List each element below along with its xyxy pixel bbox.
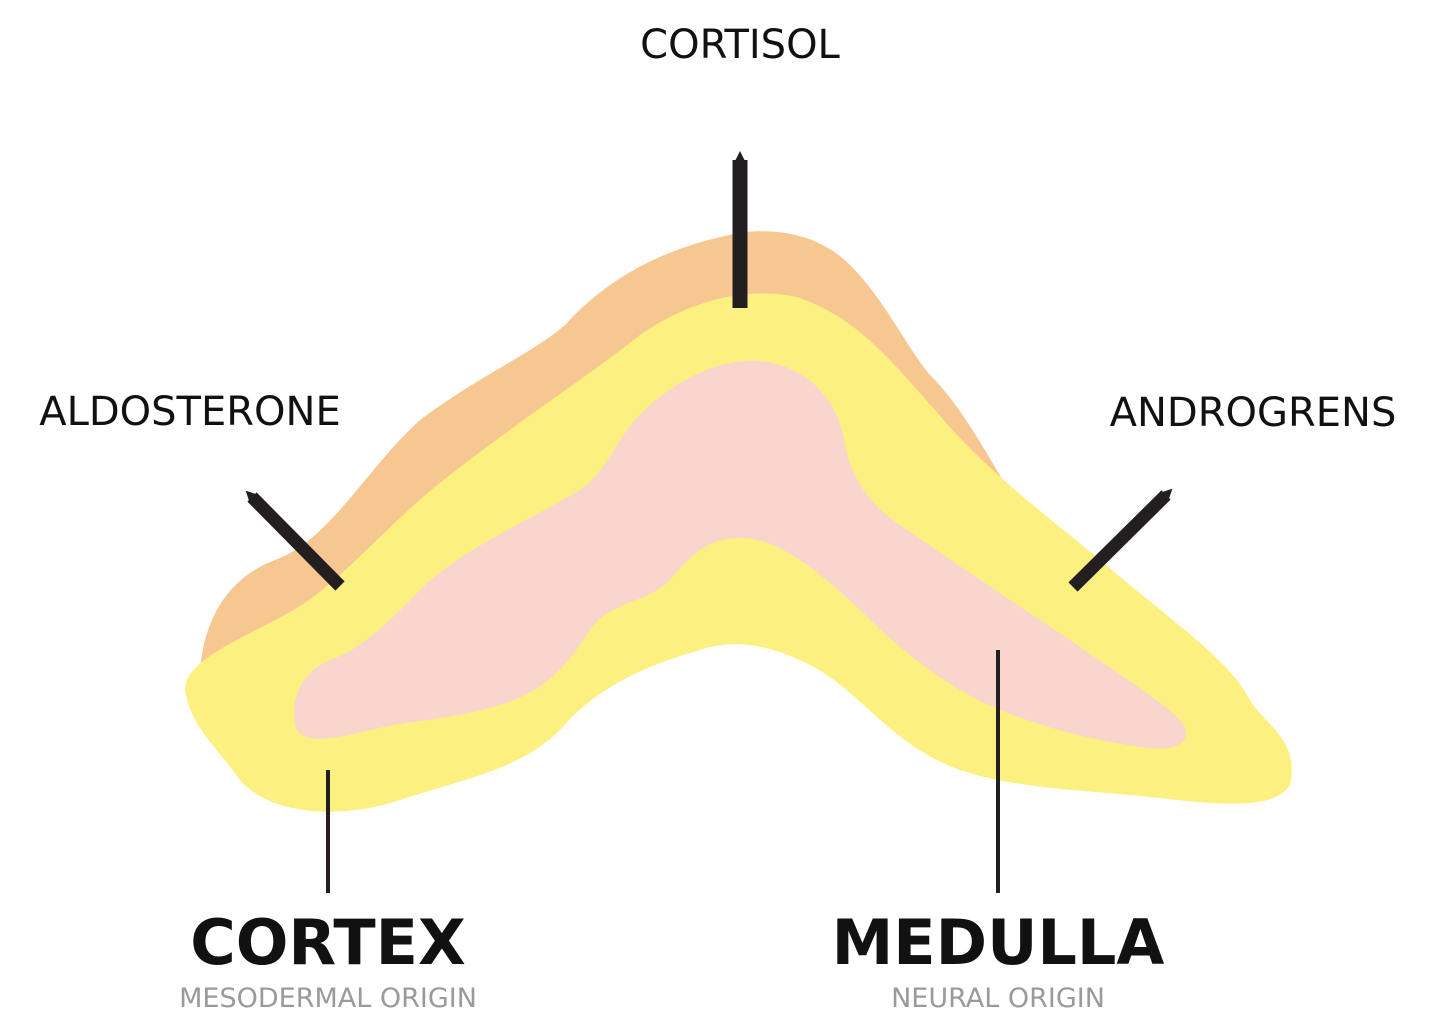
cortex-title: CORTEX — [190, 906, 466, 979]
medulla-subtitle: NEURAL ORIGIN — [891, 983, 1105, 1014]
androgens-label: ANDROGRENS — [1110, 390, 1397, 436]
androgens-arrow — [1068, 488, 1173, 592]
medulla-core — [294, 360, 1186, 749]
aldosterone-label: ALDOSTERONE — [39, 389, 341, 435]
cortisol-label: CORTISOL — [640, 22, 840, 68]
cortex-subtitle: MESODERMAL ORIGIN — [179, 983, 477, 1014]
aldosterone-arrow — [245, 490, 345, 591]
medulla-title: MEDULLA — [832, 906, 1165, 979]
